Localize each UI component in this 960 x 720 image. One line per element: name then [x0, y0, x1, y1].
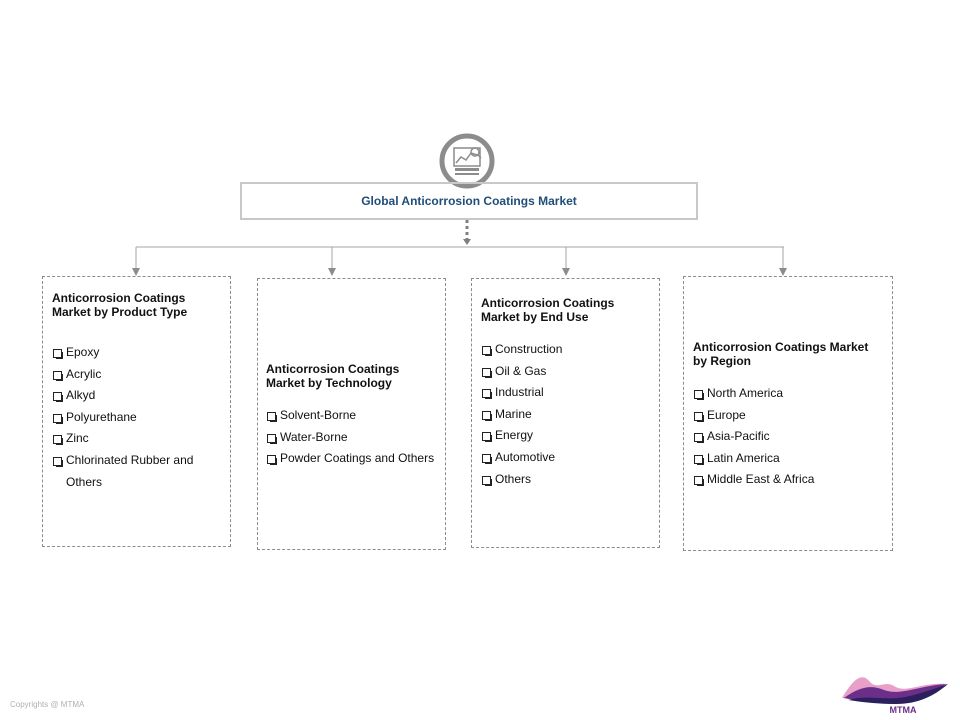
checkbox-bullet-icon: [694, 476, 704, 487]
diagram-title: Global Anticorrosion Coatings Market: [361, 194, 577, 208]
segment-title-product-type: Anticorrosion Coatings Market by Product…: [52, 291, 188, 319]
checkbox-bullet-icon: [694, 390, 704, 400]
list-item: Oil & Gas: [481, 361, 651, 383]
list-item: Europe: [693, 405, 883, 427]
branch-arrowhead-2: [328, 268, 336, 276]
copyright-text: Copyrights @ MTMA: [10, 700, 85, 709]
segment-list-end-use: Construction Oil & Gas Industrial Marine…: [481, 339, 651, 490]
branch-arrowhead-1: [132, 268, 140, 276]
segment-title-end-use: Anticorrosion Coatings Market by End Use: [481, 296, 615, 324]
checkbox-bullet-icon: [482, 410, 492, 421]
list-item: Solvent-Borne: [266, 405, 444, 427]
checkbox-bullet-icon: [53, 392, 63, 403]
segment-list-technology: Solvent-Borne Water-Borne Powder Coating…: [266, 405, 444, 470]
checkbox-bullet-icon: [53, 435, 63, 446]
checkbox-bullet-icon: [267, 433, 277, 444]
root-node: Global Anticorrosion Coatings Market: [240, 182, 698, 220]
checkbox-bullet-icon: [482, 367, 492, 378]
mtma-logo: MTMA: [842, 677, 948, 714]
checkbox-bullet-icon: [694, 433, 704, 444]
segment-list-region: North America Europe Asia-Pacific Latin …: [693, 383, 883, 491]
checkbox-bullet-icon: [482, 453, 492, 464]
list-item: Epoxy: [52, 342, 222, 364]
checkbox-bullet-icon: [482, 346, 492, 356]
segment-list-product-type: Epoxy Acrylic Alkyd Polyurethane Zinc Ch…: [52, 342, 222, 493]
list-item: Zinc: [52, 428, 222, 450]
checkbox-bullet-icon: [482, 475, 492, 486]
market-analysis-icon: [439, 133, 495, 189]
list-item: Polyurethane: [52, 407, 222, 429]
svg-text:MTMA: MTMA: [890, 705, 917, 714]
list-item: Latin America: [693, 448, 883, 470]
segment-title-region: Anticorrosion Coatings Market by Region: [693, 340, 869, 368]
checkbox-bullet-icon: [53, 370, 63, 381]
list-item: Energy: [481, 425, 651, 447]
checkbox-bullet-icon: [267, 455, 277, 466]
list-item: Water-Borne: [266, 427, 444, 449]
list-item: Marine: [481, 404, 651, 426]
list-item: Others: [481, 469, 651, 491]
trunk-arrowhead: [463, 239, 471, 245]
segment-box-technology: [257, 278, 446, 550]
list-item: Industrial: [481, 382, 651, 404]
checkbox-bullet-icon: [267, 412, 277, 422]
list-item: Chlorinated Rubber and Others: [52, 450, 211, 493]
branch-arrowhead-3: [562, 268, 570, 276]
segment-box-product-type: [42, 276, 231, 547]
list-item: Powder Coatings and Others: [266, 448, 444, 470]
checkbox-bullet-icon: [53, 456, 63, 467]
checkbox-bullet-icon: [53, 413, 63, 424]
checkbox-bullet-icon: [482, 432, 492, 443]
list-item: North America: [693, 383, 883, 405]
list-item: Alkyd: [52, 385, 222, 407]
checkbox-bullet-icon: [53, 349, 63, 359]
list-item: Construction: [481, 339, 651, 361]
list-item: Middle East & Africa: [693, 469, 883, 491]
list-item: Automotive: [481, 447, 651, 469]
checkbox-bullet-icon: [694, 411, 704, 422]
branch-arrowhead-4: [779, 268, 787, 276]
segment-box-region: [683, 276, 893, 551]
segment-box-end-use: [471, 278, 660, 548]
list-item: Acrylic: [52, 364, 222, 386]
list-item: Asia-Pacific: [693, 426, 883, 448]
checkbox-bullet-icon: [482, 389, 492, 400]
segment-title-technology: Anticorrosion Coatings Market by Technol…: [266, 362, 400, 390]
checkbox-bullet-icon: [694, 454, 704, 465]
